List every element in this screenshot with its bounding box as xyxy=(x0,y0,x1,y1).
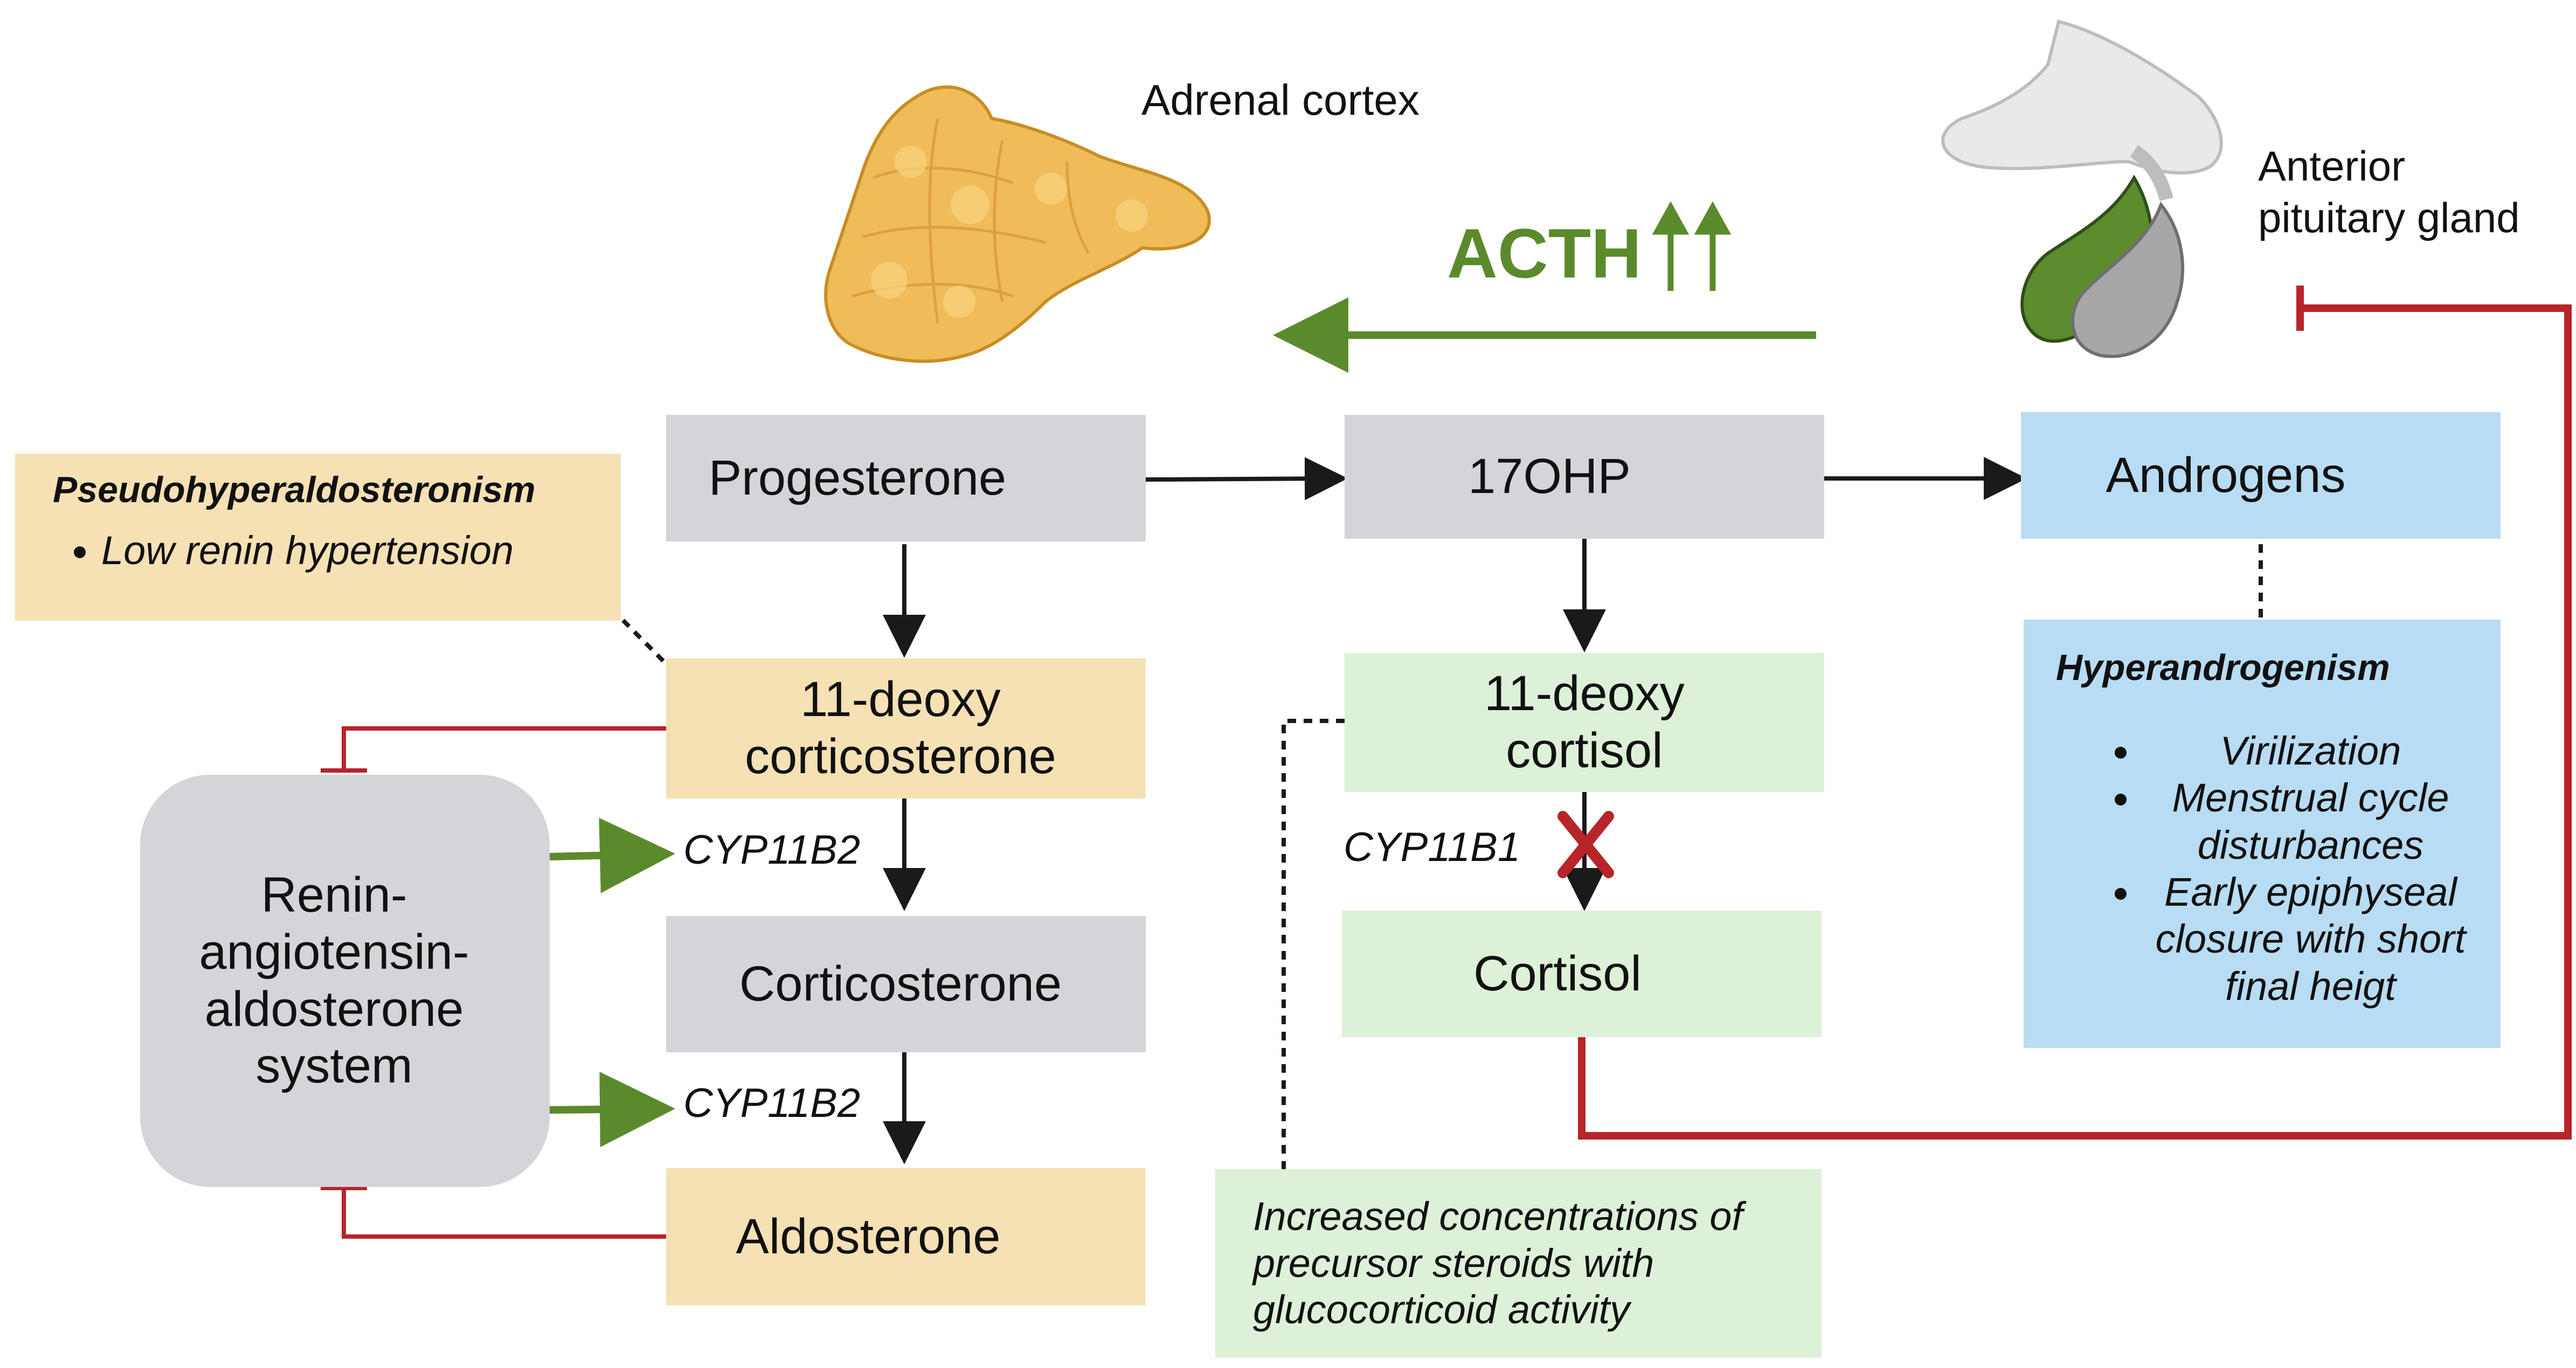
list-item: Virilization xyxy=(2142,727,2479,774)
cyp11b2-upper-label: CYP11B2 xyxy=(683,827,861,873)
hyperandrogenism-title: Hyperandrogenism xyxy=(2056,647,2390,688)
adrenal-cortex-label: Adrenal cortex xyxy=(1141,76,1419,124)
pituitary-label-line2: pituitary gland xyxy=(2258,194,2520,241)
pseudohyperaldosteronism-panel: Pseudohyperaldosteronism Low renin hyper… xyxy=(15,454,621,621)
adrenal-gland-illustration xyxy=(824,85,1211,363)
cortisol-box: Cortisol xyxy=(1342,911,1822,1037)
progesterone-label: Progesterone xyxy=(708,450,1007,505)
corticosterone-box: Corticosterone xyxy=(666,916,1146,1052)
deoxycorticosterone-box: 11-deoxy corticosterone xyxy=(666,658,1146,798)
acth-label: ACTH xyxy=(1447,214,1642,293)
precursor-note-line2: precursor steroids with xyxy=(1253,1240,1654,1286)
raas-stimulation-arrows xyxy=(549,817,675,1148)
ohp17-label: 17OHP xyxy=(1468,449,1631,504)
acth-double-up-arrow xyxy=(1652,201,1732,291)
precursor-note-line1: Increased concentrations of xyxy=(1253,1194,1743,1239)
deoxycorticosterone-label-line1: 11-deoxy xyxy=(800,672,1001,727)
aldosterone-label: Aldosterone xyxy=(736,1209,1001,1264)
raas-label-line3: aldosterone xyxy=(204,981,464,1037)
hyperandrogenism-panel: Hyperandrogenism Virilization Menstrual … xyxy=(2024,620,2501,1048)
hyperandrogenism-list: Virilization Menstrual cycle disturbance… xyxy=(2056,727,2479,1010)
list-item: Early epiphyseal closure with short fina… xyxy=(2142,869,2479,1010)
androgens-box: Androgens xyxy=(2021,412,2501,539)
cross-icon xyxy=(1557,811,1614,878)
aldosterone-box: Aldosterone xyxy=(666,1168,1146,1305)
pituitary-label-line1: Anterior xyxy=(2258,142,2406,190)
precursor-steroids-note: Increased concentrations of precursor st… xyxy=(1215,1169,1822,1358)
raas-label-line2: angiotensin- xyxy=(199,924,469,980)
list-item: Low renin hypertension xyxy=(101,527,514,574)
corticosterone-label: Corticosterone xyxy=(739,956,1062,1011)
pituitary-gland-illustration xyxy=(1941,19,2223,358)
raas-label-line1: Renin- xyxy=(261,867,407,922)
cortisol-negative-feedback xyxy=(1578,286,2572,1140)
deoxycortisol-box: 11-deoxy cortisol xyxy=(1345,653,1824,792)
androgens-label: Androgens xyxy=(2106,447,2346,503)
list-item: Menstrual cycle disturbances xyxy=(2142,774,2479,869)
pathway-arrows xyxy=(883,457,2027,1164)
cyp11b2-lower-label: CYP11B2 xyxy=(683,1080,861,1126)
raas-box: Renin- angiotensin- aldosterone system xyxy=(140,775,550,1187)
cortisol-label: Cortisol xyxy=(1473,946,1642,1001)
progesterone-box: Progesterone xyxy=(666,415,1146,541)
deoxycortisol-label-line1: 11-deoxy xyxy=(1484,666,1685,721)
deoxycortisol-label-line2: cortisol xyxy=(1506,723,1663,778)
pseudohyperaldosteronism-title: Pseudohyperaldosteronism xyxy=(53,469,536,510)
pseudohyperaldosteronism-list: Low renin hypertension xyxy=(53,527,514,574)
feedback-inhibition-lines xyxy=(321,726,666,1239)
deoxycorticosterone-label-line2: corticosterone xyxy=(745,729,1056,784)
ohp17-box: 17OHP xyxy=(1345,415,1824,539)
precursor-note-line3: glucocorticoid activity xyxy=(1253,1287,1630,1332)
dotted-connectors xyxy=(610,544,2263,1169)
raas-label-line4: system xyxy=(255,1038,413,1094)
cyp11b1-label: CYP11B1 xyxy=(1344,824,1521,870)
